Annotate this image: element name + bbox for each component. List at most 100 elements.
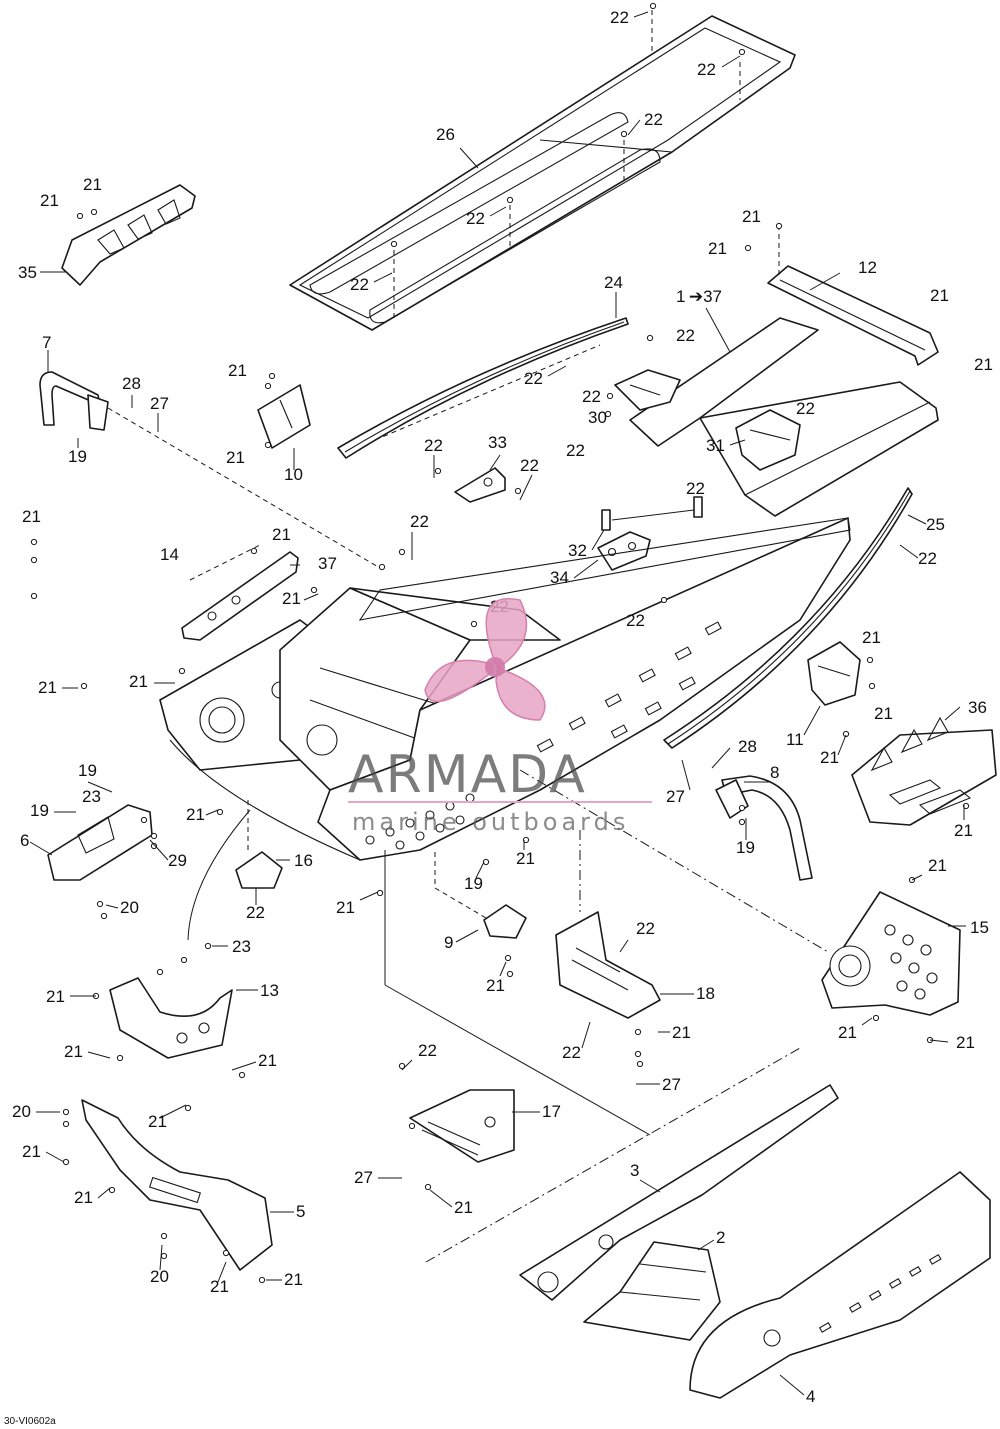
- fastener-screw: [76, 212, 84, 220]
- fastener-screw: [100, 912, 108, 920]
- leader-line-21: [205, 809, 219, 816]
- callout-25: 25: [926, 515, 945, 534]
- part-5-rail: [81, 1099, 273, 1271]
- leader-line-22: [899, 544, 919, 559]
- callout-2: 2: [716, 1228, 725, 1247]
- leader-line-22: [401, 1059, 413, 1071]
- fastener-screw: [506, 196, 514, 204]
- fastener-screw: [250, 547, 258, 555]
- part-10-plate: [257, 384, 311, 449]
- callout-21: 21: [22, 507, 41, 526]
- watermark-propeller-logo: [424, 598, 546, 721]
- leader-line-26: [459, 147, 479, 169]
- fastener-screw: [738, 804, 746, 812]
- fastener-screw: [522, 836, 530, 844]
- callout-34: 34: [550, 568, 569, 587]
- leader-line-34: [573, 559, 599, 579]
- callout-11: 11: [786, 730, 804, 749]
- callout-21: 21: [928, 856, 947, 875]
- fastener-screw: [620, 130, 628, 138]
- callout-21: 21: [336, 898, 355, 917]
- fastener-screw: [738, 818, 746, 826]
- callout-19: 19: [68, 447, 87, 466]
- callout-21: 21: [862, 628, 881, 647]
- callout-21: 21: [708, 239, 727, 258]
- callout-21: 21: [64, 1042, 83, 1061]
- leader-line-21: [45, 1151, 65, 1163]
- callout-22: 22: [566, 441, 585, 460]
- leader-line-33: [489, 454, 501, 471]
- callout-32: 32: [568, 541, 587, 560]
- callout-22: 22: [466, 209, 485, 228]
- callout-21: 21: [186, 805, 205, 824]
- fastener-screw: [204, 942, 212, 950]
- callout-22: 22: [796, 399, 815, 418]
- watermark-brand: ARMADA: [348, 745, 587, 805]
- fastener-screw: [482, 858, 490, 866]
- part-13-bracket: [109, 809, 251, 1059]
- part-18-support: [555, 830, 661, 1019]
- fastener-screw: [156, 968, 164, 976]
- callout-19: 19: [30, 801, 49, 820]
- part-24-rail-strip: [337, 317, 629, 459]
- callout-21: 21: [954, 821, 973, 840]
- fastener-screw: [150, 842, 158, 850]
- leader-line-12: [809, 272, 841, 291]
- callout-22: 22: [424, 436, 443, 455]
- fastener-screw: [268, 372, 276, 380]
- callout-36: 36: [968, 698, 987, 717]
- fastener-screw: [606, 392, 614, 400]
- part-25-rail-strip: [663, 487, 913, 749]
- leader-line-21: [929, 1039, 949, 1043]
- callout-30: 30: [588, 408, 607, 427]
- part-30-bracket: [614, 369, 681, 411]
- leader-line-21: [861, 1017, 873, 1026]
- leader-line-21: [499, 961, 507, 977]
- leader-line-22: [633, 11, 649, 18]
- fastener-screw: [398, 548, 406, 556]
- fastener-screw: [264, 382, 272, 390]
- part-7-handle: [39, 350, 381, 569]
- callout-21: 21: [486, 976, 505, 995]
- part-15-bulkhead: [519, 769, 961, 1016]
- callout-15: 15: [970, 918, 989, 937]
- callout-22: 22: [626, 611, 645, 630]
- callout-22: 22: [610, 8, 629, 27]
- callout-22: 22: [524, 369, 543, 388]
- callout-22: 22: [697, 60, 716, 79]
- part-11-bracket: [807, 641, 861, 706]
- part-32-pin: [601, 496, 703, 531]
- leader-line-19: [87, 781, 113, 793]
- leader-line-22: [619, 939, 629, 953]
- fastener-screw: [738, 48, 746, 56]
- part-33-bracket: [454, 467, 506, 503]
- fastener-screw: [514, 487, 522, 495]
- part-15-holes: [884, 924, 938, 1000]
- callout-33: 33: [488, 433, 507, 452]
- callout-22: 22: [520, 456, 539, 475]
- fastener-screw: [872, 1014, 880, 1022]
- fastener-screw: [180, 956, 188, 964]
- leader-line-22: [373, 272, 393, 283]
- part-3-rail: [384, 850, 839, 1301]
- part-8-handle: [715, 775, 813, 881]
- callout-23: 23: [82, 787, 101, 806]
- leader-line-21: [429, 1189, 453, 1208]
- leader-line-21: [837, 734, 847, 756]
- fastener-screw: [604, 410, 612, 418]
- part-14-bar: [181, 544, 299, 641]
- part-2-tunnel-insert: [583, 1241, 721, 1341]
- callout-22: 22: [644, 110, 663, 129]
- callout-21: 21: [210, 1277, 229, 1296]
- floor-perforations: [365, 793, 475, 850]
- leader-line-22: [721, 55, 741, 68]
- callout-12: 12: [858, 258, 877, 277]
- callout-22: 22: [918, 549, 937, 568]
- callout-27: 27: [354, 1168, 373, 1187]
- leader-line-22: [547, 365, 567, 377]
- callout-28: 28: [738, 737, 757, 756]
- fastener-screw: [434, 467, 442, 475]
- fastener-screw: [140, 816, 148, 824]
- callout-24: 24: [604, 273, 623, 292]
- fastener-screw: [264, 441, 272, 449]
